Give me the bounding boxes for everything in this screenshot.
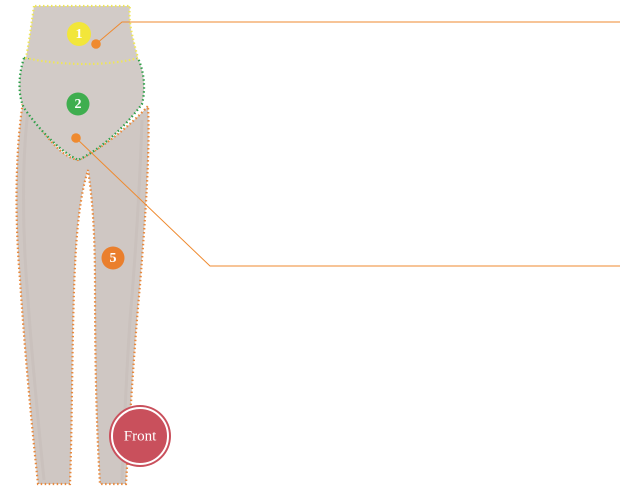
front-badge-label: Front: [124, 428, 157, 444]
front-badge: Front: [109, 405, 171, 467]
callout-dot-2: [71, 133, 81, 143]
zone-marker-1: 1: [67, 22, 91, 46]
left-shadow: [22, 109, 46, 481]
callout-line-1: [95, 21, 620, 45]
zone-marker-5: 5: [101, 246, 125, 270]
callout-line-2: [75, 137, 620, 267]
zone-marker-1-label: 1: [76, 27, 83, 42]
callout-dot-1: [91, 39, 101, 49]
legs-region: [15, 92, 150, 486]
zone-marker-2: 2: [66, 92, 90, 116]
zone-marker-5-label: 5: [110, 251, 117, 266]
zone-marker-2-label: 2: [75, 97, 82, 112]
